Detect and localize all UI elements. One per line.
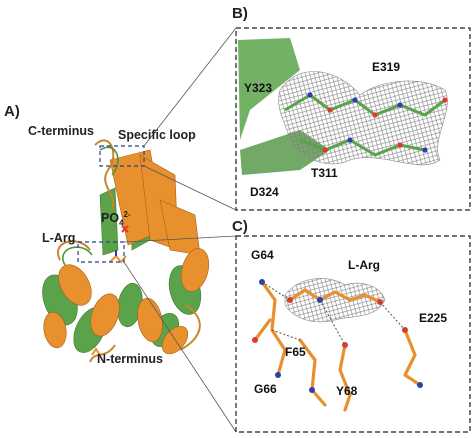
protein-cartoon	[42, 139, 210, 363]
n-terminus-label: N-terminus	[97, 352, 163, 366]
residue-t311: T311	[311, 166, 338, 180]
c-terminus-label: C-terminus	[28, 124, 94, 138]
po4-superscript: 2-	[123, 210, 131, 219]
l-arg-box	[77, 241, 125, 263]
residue-y68: Y68	[336, 384, 358, 398]
po4-text: PO	[101, 211, 120, 226]
specific-loop-label: Specific loop	[118, 128, 196, 142]
panel-c-letter: C)	[232, 218, 248, 235]
specific-loop-box	[99, 145, 145, 167]
residue-g64: G64	[251, 248, 274, 262]
panel-c-structure	[252, 278, 423, 412]
l-arg-label-a: L-Arg	[42, 231, 76, 245]
po4-label: PO42-	[101, 211, 131, 228]
residue-y323: Y323	[244, 81, 273, 95]
residue-f65: F65	[285, 345, 306, 359]
residue-g66: G66	[254, 382, 277, 396]
panel-a-letter: A)	[4, 103, 20, 120]
panel-b-letter: B)	[232, 5, 248, 22]
panel-b-structure	[238, 38, 448, 175]
po4-subscript: 4	[119, 218, 124, 228]
residue-e319: E319	[372, 60, 401, 74]
residue-d324: D324	[250, 185, 279, 199]
residue-e225: E225	[419, 311, 448, 325]
connector-lines	[123, 27, 237, 433]
residue-l-arg: L-Arg	[348, 258, 380, 272]
